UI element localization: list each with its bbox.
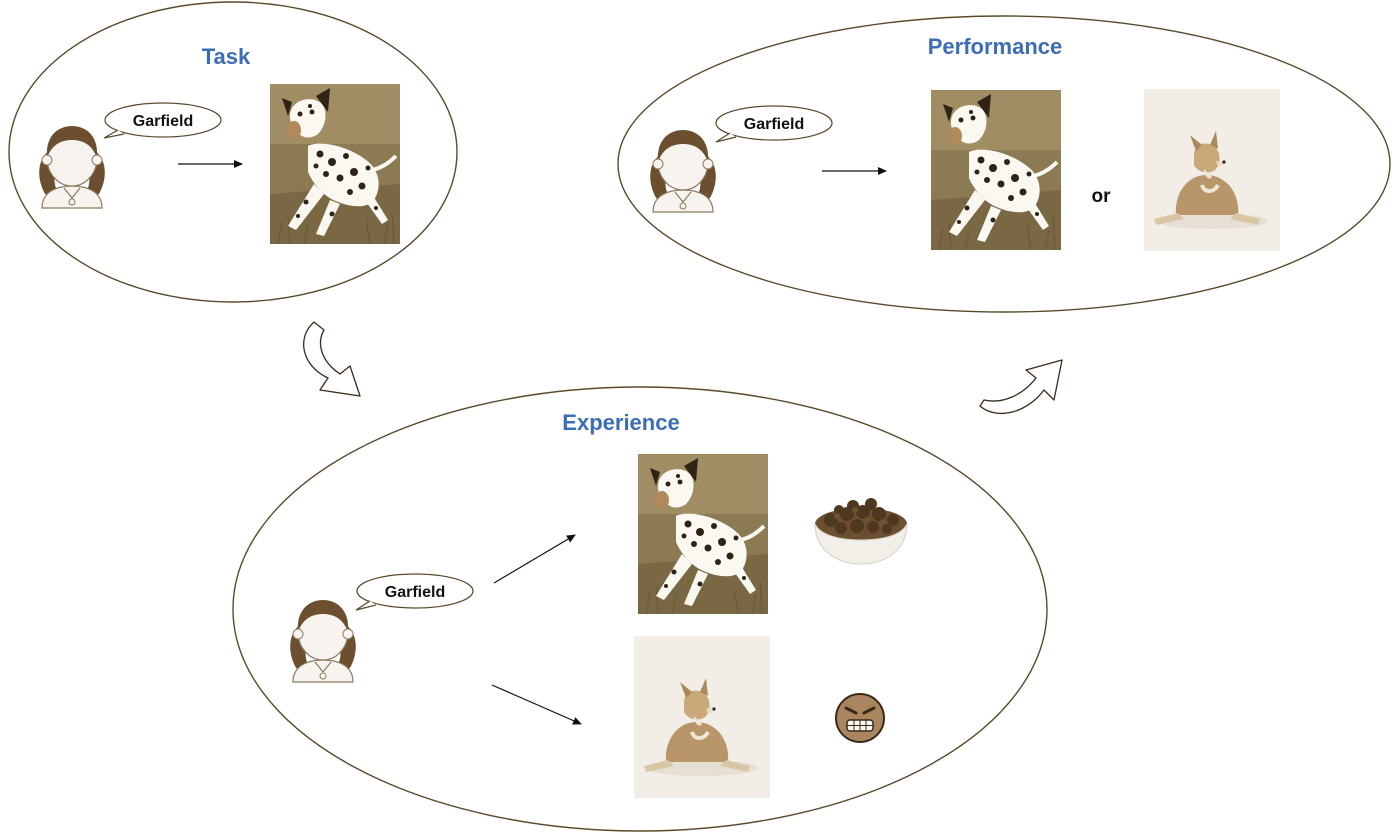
speech-bubble-tail xyxy=(103,129,125,139)
corgi-photo xyxy=(1142,87,1282,253)
dalmatian-photo xyxy=(636,452,770,616)
task-title: Task xyxy=(202,44,251,69)
performance-ellipse xyxy=(617,15,1391,313)
dog-food-bowl-icon xyxy=(814,497,908,565)
experience-ellipse xyxy=(232,386,1048,832)
speech-text: Garfield xyxy=(744,116,804,133)
dalmatian-photo xyxy=(268,82,402,246)
performance-title: Performance xyxy=(928,34,1063,59)
speech-bubble xyxy=(104,102,222,138)
corgi-photo xyxy=(632,634,772,800)
speech-text: Garfield xyxy=(133,113,193,130)
speech-bubble xyxy=(715,105,833,141)
angry-face-icon xyxy=(834,692,886,744)
performance-panel: Performance Garfield or xyxy=(617,15,1391,313)
curved-arrow-icon xyxy=(303,321,361,397)
speech-bubble xyxy=(356,573,474,609)
or-label: or xyxy=(1092,186,1112,207)
experience-arrow-up xyxy=(493,534,576,584)
experience-panel: Experience Garfield xyxy=(232,386,1048,832)
girl-avatar-icon xyxy=(38,125,106,209)
girl-avatar-icon xyxy=(289,599,357,683)
speech-text: Garfield xyxy=(385,584,445,601)
task-ellipse xyxy=(8,1,458,303)
experience-title: Experience xyxy=(562,410,679,435)
dalmatian-photo xyxy=(929,88,1063,252)
curved-arrow-icon xyxy=(979,359,1063,414)
speech-bubble-tail xyxy=(355,600,377,611)
task-panel: Task Garfield xyxy=(8,1,458,303)
girl-avatar-icon xyxy=(649,129,717,213)
experience-arrow-down xyxy=(491,684,582,725)
speech-bubble-tail xyxy=(715,132,737,143)
